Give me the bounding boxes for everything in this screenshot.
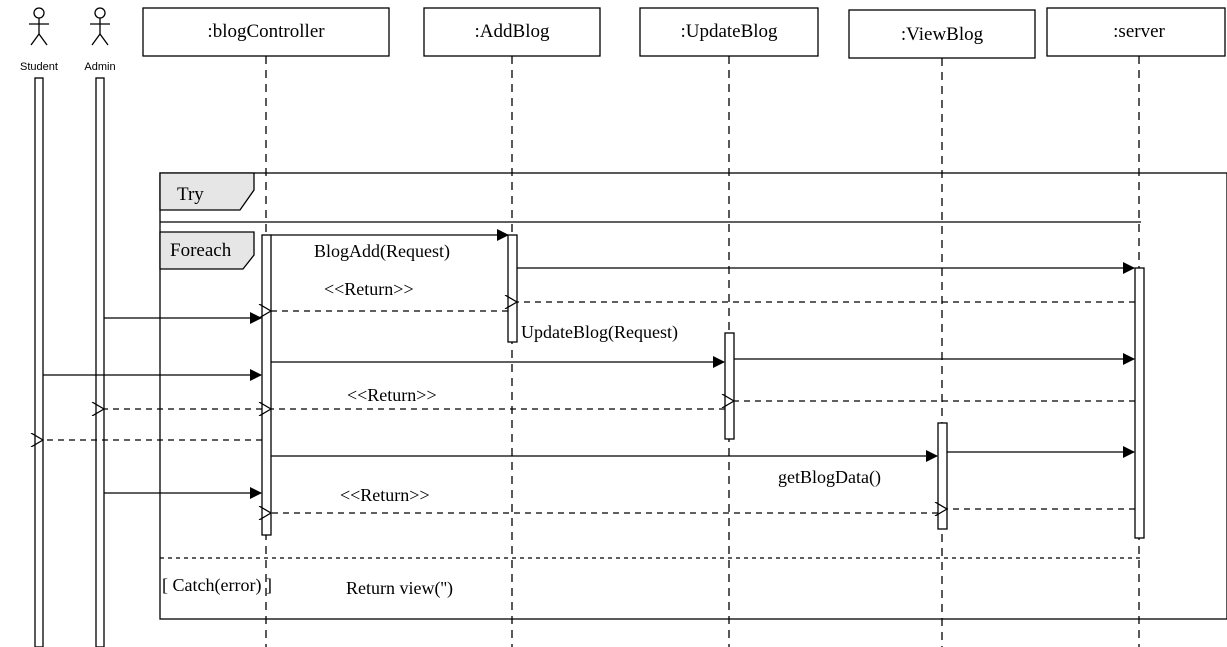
catch-guard-label: [ Catch(error) ] <box>162 575 272 596</box>
message-label-blog-add: BlogAdd(Request) <box>314 241 450 262</box>
actor-student: Student <box>20 7 58 647</box>
lifeline-label: :ViewBlog <box>901 24 984 45</box>
actor-lifeline-bar-student <box>34 77 44 647</box>
actor-label-student: Student <box>20 61 58 73</box>
message-blog-add: BlogAdd(Request) <box>271 229 509 262</box>
activation-bar-view-blog <box>937 422 948 530</box>
lifeline-blog-controller: :blogController <box>142 7 390 647</box>
lifeline-view-blog: :ViewBlog <box>848 9 1036 647</box>
stick-figure-icon <box>90 7 110 46</box>
message-label-update-blog: UpdateBlog(Request) <box>521 322 678 343</box>
message-label-return-1: <<Return>> <box>324 279 414 299</box>
lifeline-label: :blogController <box>207 21 325 42</box>
message-label-return-3: <<Return>> <box>340 485 430 505</box>
activation-bar-add-blog <box>507 234 518 343</box>
message-label-return-2: <<Return>> <box>347 385 437 405</box>
lifeline-label: :UpdateBlog <box>680 21 778 42</box>
activation-bar-update-blog <box>724 332 735 440</box>
lifeline-add-blog: :AddBlog <box>423 7 601 647</box>
fragment-try-label: Try <box>177 184 204 205</box>
message-return-2: <<Return>> <box>271 385 725 409</box>
lifeline-server: :server <box>1046 7 1226 647</box>
message-return-1: <<Return>> <box>271 279 508 311</box>
message-update-blog: UpdateBlog(Request) <box>271 322 725 368</box>
stick-figure-icon <box>29 7 49 46</box>
actor-label-admin: Admin <box>84 61 115 73</box>
activation-bar-blog-controller <box>261 234 272 536</box>
actor-lifeline-bar-admin <box>95 77 105 647</box>
fragment-foreach-label: Foreach <box>170 240 232 261</box>
fragment-foreach: Foreach <box>159 231 255 270</box>
activation-bar-server <box>1134 267 1145 539</box>
message-return-3: <<Return>> <box>271 485 938 513</box>
fragment-try: Try [ Catch(error) ] Return view('') <box>159 172 1227 620</box>
lifeline-label: :server <box>1113 21 1165 42</box>
lifeline-label: :AddBlog <box>475 21 550 42</box>
message-get-blog-data: getBlogData() <box>271 450 938 488</box>
catch-body-label: Return view('') <box>346 578 453 599</box>
actor-admin: Admin <box>84 7 116 647</box>
message-label-get-blog-data: getBlogData() <box>778 467 881 488</box>
